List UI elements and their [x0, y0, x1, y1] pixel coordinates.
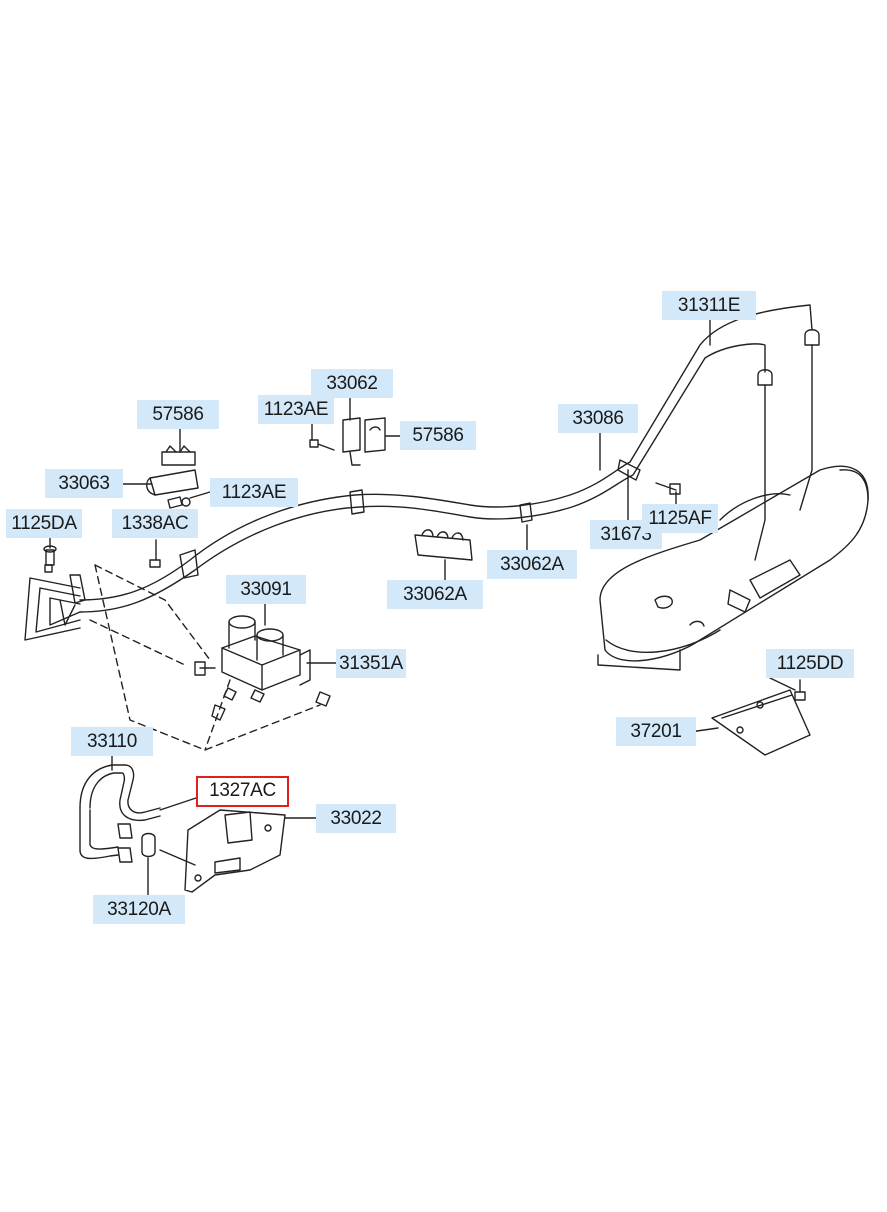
- part-label-33086: 33086: [558, 404, 638, 433]
- valve-assembly: [194, 615, 331, 721]
- part-label-57586-right: 57586: [400, 421, 476, 450]
- part-label-33091: 33091: [226, 575, 306, 604]
- lower-assembly: [79, 764, 286, 893]
- part-label-33062A-right: 33062A: [487, 550, 577, 579]
- part-label-1123AE-mid: 1123AE: [210, 478, 298, 507]
- part-label-33062: 33062: [311, 369, 393, 398]
- part-label-31311E: 31311E: [662, 291, 756, 320]
- dashed-outline: [89, 564, 321, 751]
- part-label-1125AF: 1125AF: [642, 504, 718, 533]
- part-label-31351A: 31351A: [336, 649, 406, 678]
- part-label-33110: 33110: [71, 727, 153, 756]
- small-parts: [43, 417, 811, 756]
- part-label-33062A-left: 33062A: [387, 580, 483, 609]
- pipe-bundle-left: [24, 564, 86, 641]
- part-label-33063: 33063: [45, 469, 123, 498]
- fuel-tank: [597, 465, 869, 671]
- part-label-1338AC: 1338AC: [112, 509, 198, 538]
- part-label-37201: 37201: [616, 717, 696, 746]
- part-label-1125DD: 1125DD: [766, 649, 854, 678]
- part-label-33120A: 33120A: [93, 895, 185, 924]
- part-label-1327AC-highlighted: 1327AC: [196, 776, 289, 807]
- part-label-1123AE-top: 1123AE: [258, 395, 334, 424]
- part-label-57586-left: 57586: [137, 400, 219, 429]
- part-label-1125DA: 1125DA: [6, 509, 82, 538]
- fuel-pipes: [79, 304, 820, 613]
- leader-lines: [49, 315, 796, 897]
- part-label-33022: 33022: [316, 804, 396, 833]
